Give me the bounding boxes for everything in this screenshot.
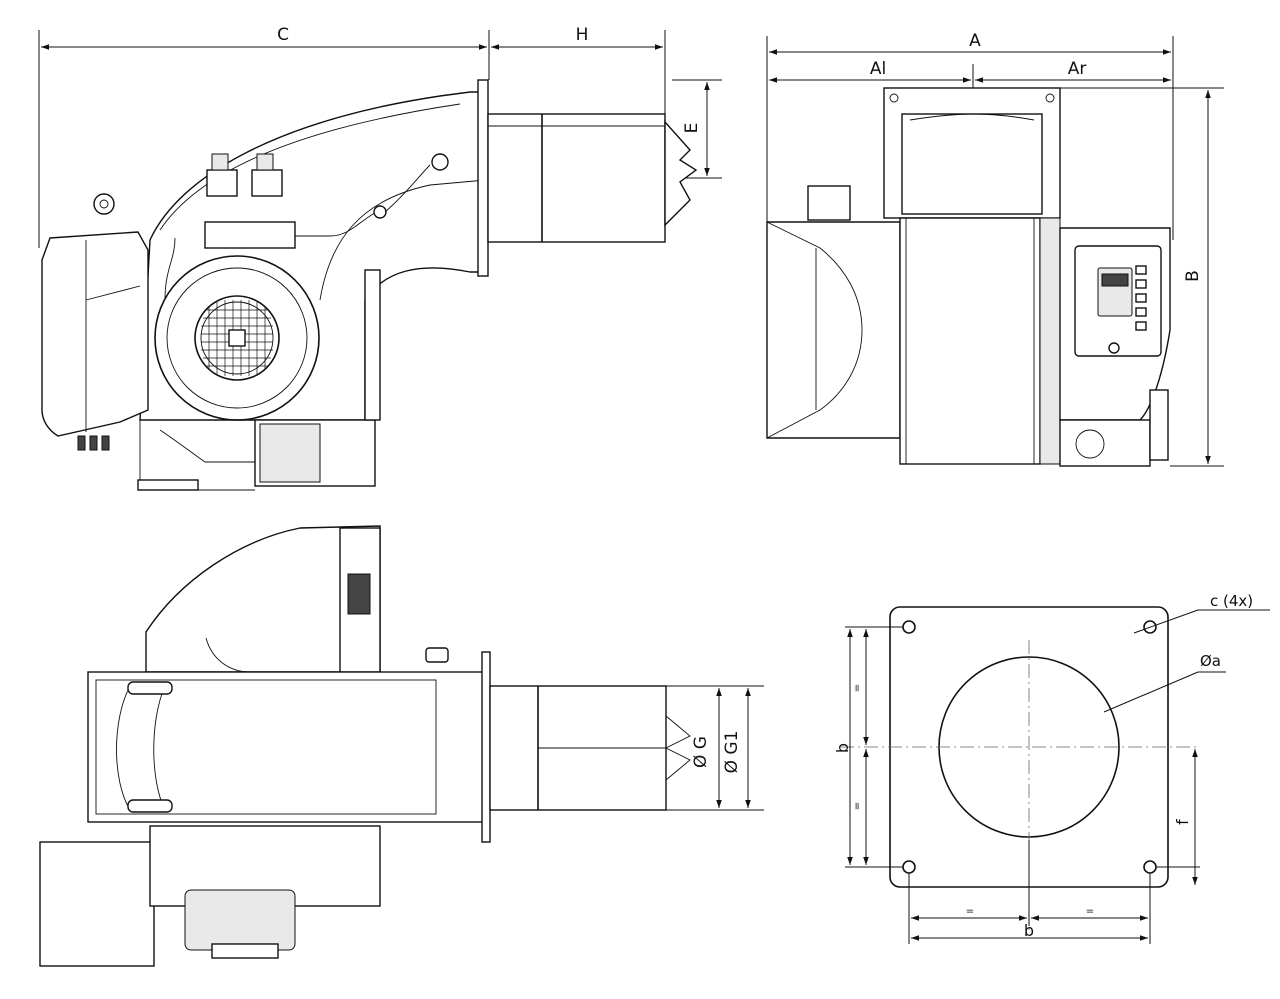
label-b-vertical: b: [833, 743, 852, 753]
label-b-height: B: [1183, 270, 1203, 282]
label-ar: Ar: [1068, 59, 1087, 79]
panel-buttons: [1135, 265, 1147, 331]
equal-mark-upper: =: [852, 684, 863, 692]
dimension-c: C: [38, 25, 666, 248]
label-b-horizontal: b: [1024, 921, 1034, 940]
air-intake: [766, 221, 901, 439]
equal-mark-lower: =: [852, 802, 863, 810]
dimension-b: B: [1060, 87, 1224, 467]
blast-tube: [487, 113, 666, 243]
gas-valves: [164, 153, 449, 301]
dimension-al-ar: Al Ar: [769, 59, 1171, 90]
top-motor: [184, 889, 296, 951]
top-view: Ø G Ø G1: [39, 525, 764, 967]
label-a: A: [969, 31, 981, 51]
label-h: H: [576, 25, 589, 45]
equal-mark-right: =: [1086, 906, 1094, 917]
dimension-a: A: [766, 31, 1174, 240]
label-f: f: [1173, 819, 1192, 825]
fan-housing-front: [899, 217, 1041, 465]
cable-glands: [77, 435, 110, 451]
front-view: A Al Ar B: [766, 31, 1224, 467]
pump-motor: [137, 269, 381, 491]
volute-top: [145, 525, 381, 673]
housing-top: [87, 671, 487, 823]
fan-wheel: [154, 255, 320, 421]
nozzle-head: [664, 120, 698, 227]
label-g1: Ø G1: [722, 731, 742, 774]
top-control-box: [39, 841, 155, 967]
label-al: Al: [870, 59, 886, 79]
lifting-eye: [93, 193, 115, 215]
flange-plate-view: c (4x) Øa b = = f = = b: [833, 592, 1270, 944]
equal-mark-left: =: [966, 906, 974, 917]
side-view: C H E: [38, 25, 722, 491]
label-e: E: [682, 123, 702, 134]
top-flange: [481, 651, 491, 843]
dimension-h: H: [491, 25, 663, 50]
control-box: [41, 231, 149, 437]
dimension-g-g1: Ø G Ø G1: [666, 685, 764, 811]
mounting-flange: [477, 79, 489, 277]
label-c: C: [277, 25, 289, 45]
label-a-diameter: Øa: [1200, 652, 1221, 670]
label-c-4x: c (4x): [1210, 592, 1253, 610]
label-g: Ø G: [691, 736, 711, 768]
